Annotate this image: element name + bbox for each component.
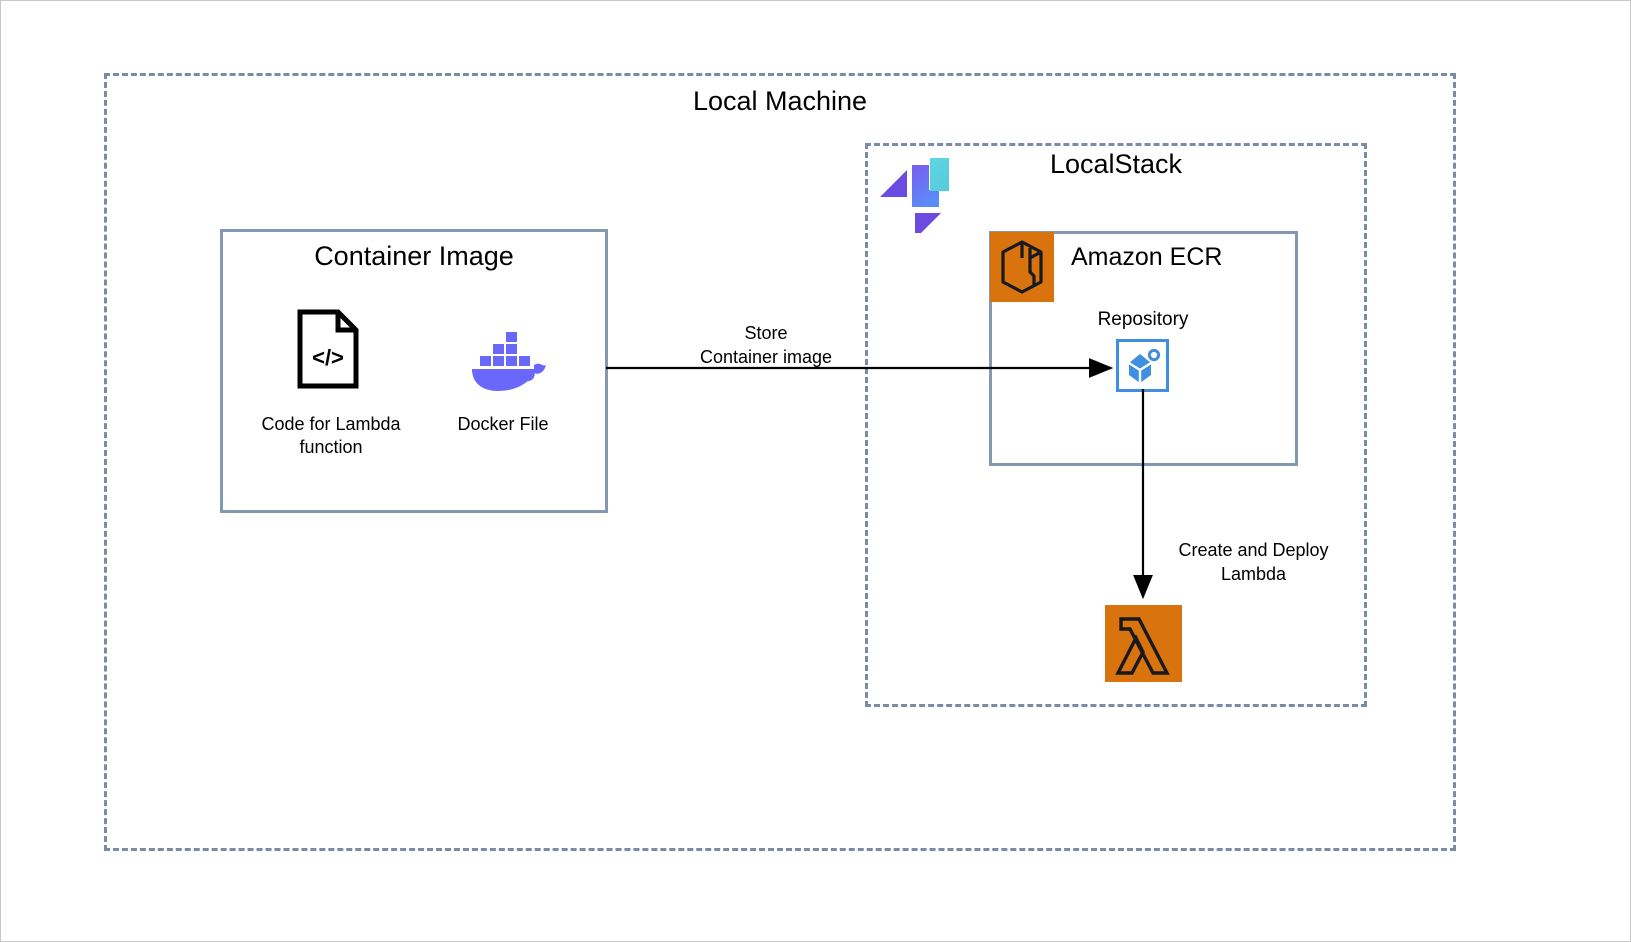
- local-machine-group: [104, 73, 1456, 851]
- amazon-ecr-title: Amazon ECR: [1071, 243, 1223, 271]
- amazon-ecr-icon: [990, 232, 1054, 302]
- svg-text:</>: </>: [312, 345, 344, 370]
- store-arrow-label-line1: Store: [744, 323, 788, 343]
- localstack-group: [865, 143, 1367, 707]
- localstack-title: LocalStack: [1049, 149, 1183, 179]
- ecr-repository-icon: [1116, 339, 1169, 392]
- docker-whale-icon: [472, 332, 546, 391]
- store-arrow: [606, 358, 1114, 378]
- code-file-icon: </>: [297, 309, 359, 389]
- local-machine-title: Local Machine: [692, 86, 868, 116]
- repository-label: Repository: [1097, 309, 1189, 330]
- docker-file-label: Docker File: [457, 414, 549, 434]
- deploy-arrow-label-line2: Lambda: [1220, 564, 1287, 585]
- localstack-logo-icon: [880, 158, 949, 233]
- code-file-label: Code for Lambda function: [261, 414, 401, 458]
- deploy-arrow: [1133, 389, 1153, 600]
- aws-lambda-icon: [1105, 605, 1182, 682]
- store-arrow-label: Store Container image: [641, 321, 891, 370]
- deploy-arrow-label-line1: Create and Deploy: [1178, 540, 1329, 560]
- store-arrow-label-line2: Container image: [699, 347, 833, 368]
- deploy-arrow-label: Create and Deploy Lambda: [1161, 538, 1346, 587]
- container-image-box: [220, 229, 608, 513]
- container-image-title: Container Image: [314, 241, 514, 271]
